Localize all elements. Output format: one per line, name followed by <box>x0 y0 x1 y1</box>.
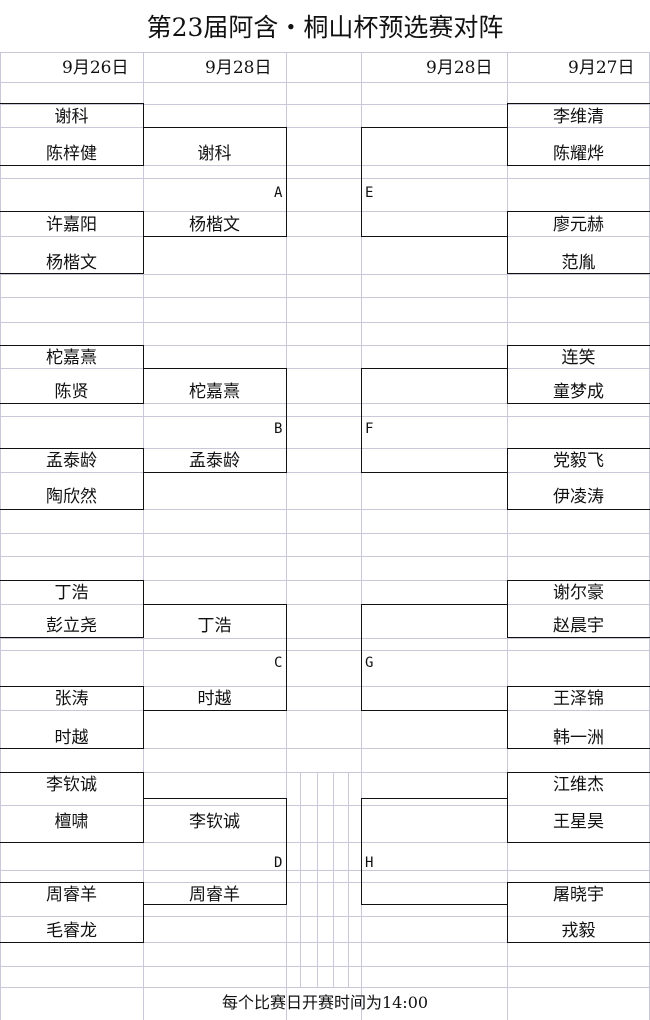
player-name-right-r1: 韩一洲 <box>553 728 604 748</box>
player-name-right-r1: 范胤 <box>561 253 596 273</box>
group-label-right: H <box>365 855 374 871</box>
player-name-right-r1: 王泽锦 <box>553 689 604 709</box>
group-label-left: D <box>274 855 283 871</box>
player-name-left-r1: 陶欣然 <box>46 487 97 507</box>
player-name-left-r1: 谢科 <box>54 107 89 127</box>
player-name-right-r1: 连笑 <box>561 348 596 368</box>
player-name-left-r2: 时越 <box>197 689 232 709</box>
player-name-left-r2: 丁浩 <box>197 616 232 636</box>
group-label-right: G <box>365 655 374 671</box>
player-name-left-r2: 周睿羊 <box>189 885 240 905</box>
player-name-left-r1: 时越 <box>54 728 89 748</box>
group-label-left: B <box>274 421 283 437</box>
player-name-right-r1: 谢尔豪 <box>553 583 604 603</box>
player-name-right-r1: 赵晨宇 <box>553 616 604 636</box>
group-label-left: A <box>274 185 283 201</box>
player-name-left-r2: 谢科 <box>197 144 232 164</box>
player-name-right-r1: 童梦成 <box>553 382 604 402</box>
player-name-left-r1: 丁浩 <box>54 583 89 603</box>
player-name-right-r1: 王星昊 <box>553 812 604 832</box>
page-title: 第23届阿含・桐山杯预选赛对阵 <box>146 13 504 42</box>
group-label-right: F <box>365 421 374 437</box>
player-name-left-r1: 杨楷文 <box>46 253 97 273</box>
player-name-left-r1: 陈贤 <box>54 382 89 402</box>
player-name-right-r1: 屠晓宇 <box>553 885 604 905</box>
player-name-left-r1: 彭立尧 <box>46 616 97 636</box>
player-name-left-r2: 孟泰龄 <box>189 451 240 471</box>
player-name-left-r1: 毛睿龙 <box>46 921 97 941</box>
player-name-right-r1: 陈耀烨 <box>553 144 604 164</box>
footer-note: 每个比赛日开赛时间为14:00 <box>221 993 429 1012</box>
date-left-round2: 9月28日 <box>205 58 272 78</box>
player-name-left-r1: 柁嘉熹 <box>46 348 97 368</box>
player-name-right-r1: 戎毅 <box>561 921 596 941</box>
player-name-left-r1: 许嘉阳 <box>46 215 97 235</box>
player-name-right-r1: 江维杰 <box>553 775 604 795</box>
player-name-right-r1: 李维清 <box>553 107 604 127</box>
player-name-right-r1: 伊凌涛 <box>553 487 604 507</box>
group-label-left: C <box>274 655 283 671</box>
player-name-left-r1: 张涛 <box>54 689 89 709</box>
date-left-round1: 9月26日 <box>62 58 129 78</box>
player-name-left-r1: 李钦诚 <box>46 775 97 795</box>
player-name-left-r2: 柁嘉熹 <box>189 382 240 402</box>
player-name-left-r2: 李钦诚 <box>189 812 240 832</box>
player-name-right-r1: 廖元赫 <box>553 215 604 235</box>
date-right-round1: 9月27日 <box>568 58 635 78</box>
date-right-round2: 9月28日 <box>426 58 493 78</box>
player-name-left-r2: 杨楷文 <box>189 215 240 235</box>
group-label-right: E <box>365 185 374 201</box>
player-name-left-r1: 周睿羊 <box>46 885 97 905</box>
player-name-right-r1: 党毅飞 <box>553 451 604 471</box>
player-name-left-r1: 孟泰龄 <box>46 451 97 471</box>
player-name-left-r1: 陈梓健 <box>46 144 97 164</box>
player-name-left-r1: 檀啸 <box>54 812 89 832</box>
